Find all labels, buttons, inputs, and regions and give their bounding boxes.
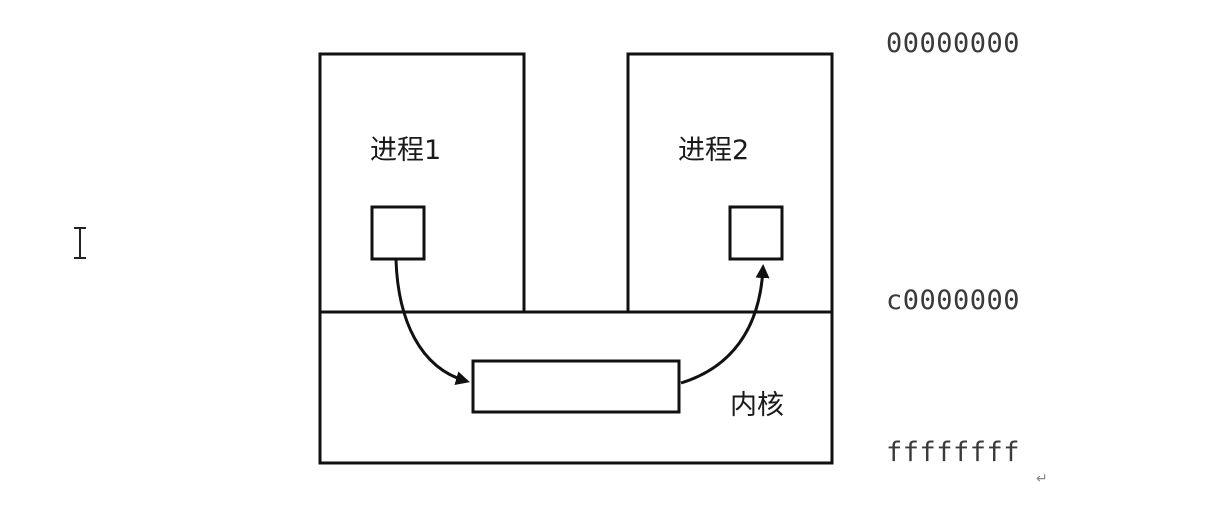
process2-box (626, 52, 834, 314)
copy-to-process2-arrow (680, 264, 770, 385)
copy-to-kernel-arrow (394, 259, 470, 386)
address-bottom: ffffffff (886, 437, 1021, 468)
process2-buffer (728, 205, 784, 261)
kernel-label: 内核 (730, 390, 784, 421)
paragraph-mark-icon: ↵ (1036, 471, 1048, 487)
text-cursor-icon (74, 227, 86, 259)
process1-buffer (370, 205, 426, 261)
kernel-buffer (471, 359, 681, 414)
process1-label: 进程1 (370, 135, 442, 166)
kernel-box (318, 310, 834, 465)
process2-label: 进程2 (678, 135, 750, 166)
process1-box (318, 52, 526, 314)
address-top: 00000000 (886, 28, 1021, 59)
address-kernel-boundary: c0000000 (886, 285, 1021, 316)
